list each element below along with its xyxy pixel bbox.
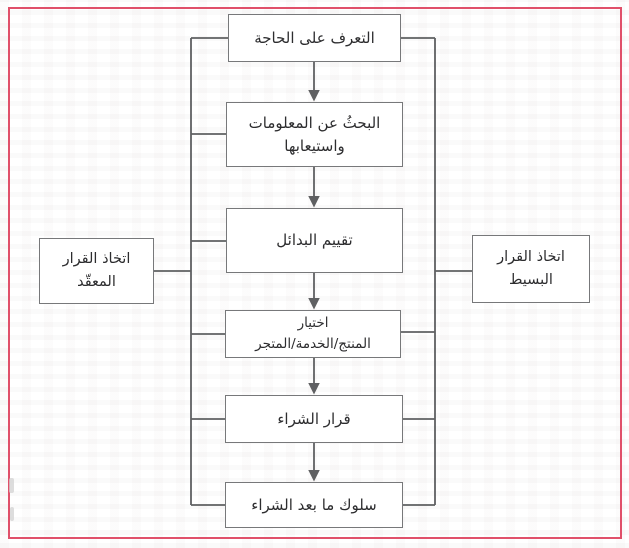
flow-step-post-purchase-behavior: سلوك ما بعد الشراء xyxy=(225,482,403,528)
flow-step-alternatives-evaluation: تقييم البدائل xyxy=(226,208,403,273)
scan-artifact xyxy=(9,478,14,493)
branch-label: اتخاذ القرار xyxy=(62,250,131,267)
step-label: التعرف على الحاجة xyxy=(254,28,375,47)
step-label: اختيار xyxy=(297,315,329,332)
flow-step-purchase-decision: قرار الشراء xyxy=(225,395,403,443)
figure-red-frame xyxy=(8,7,622,539)
step-label: البحثُ عن المعلومات xyxy=(248,114,381,132)
flow-step-need-recognition: التعرف على الحاجة xyxy=(228,14,401,62)
branch-label: اتخاذ القرار xyxy=(497,248,565,265)
step-label: قرار الشراء xyxy=(277,409,351,428)
step-label: سلوك ما بعد الشراء xyxy=(251,495,377,514)
scan-artifact xyxy=(10,507,14,521)
step-label: تقييم البدائل xyxy=(276,231,353,250)
